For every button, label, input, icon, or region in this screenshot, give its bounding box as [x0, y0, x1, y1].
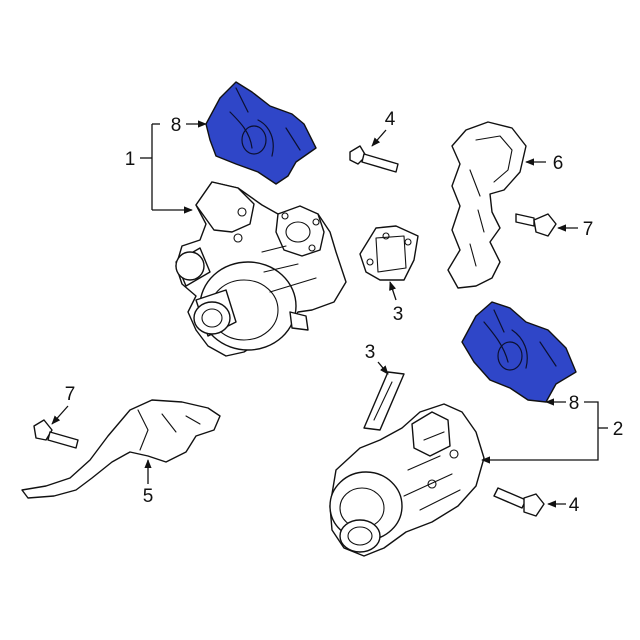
callout-1: 1 [125, 149, 136, 170]
bolt-left [33, 419, 79, 449]
callout-2: 2 [613, 419, 624, 440]
gasket-strip [363, 371, 405, 431]
bolt-upper [349, 145, 399, 173]
turbocharger-upper [175, 181, 347, 357]
callout-7-left: 7 [65, 384, 76, 405]
exhaust-gasket [359, 225, 419, 281]
wastegate-actuator-upper [205, 81, 317, 185]
callout-4-bottom: 4 [569, 495, 580, 516]
callout-6: 6 [553, 153, 564, 174]
callout-4-top: 4 [385, 109, 396, 130]
bolt-right [515, 213, 557, 237]
bolt-lower [493, 487, 545, 517]
heat-shield-lower [21, 399, 221, 499]
callout-3-gasket: 3 [393, 304, 404, 325]
wastegate-actuator-lower [461, 301, 577, 403]
callout-labels: 1 8 4 6 7 3 3 8 2 4 7 5 [65, 109, 624, 516]
callout-3-upper: 3 [365, 342, 376, 363]
callout-5: 5 [143, 486, 154, 507]
heat-shield-upper [447, 121, 527, 289]
leader-lines [51, 120, 608, 508]
callout-8-bottom: 8 [569, 393, 580, 414]
callout-8-top: 8 [171, 115, 182, 136]
callout-7-right: 7 [583, 219, 594, 240]
turbocharger-lower [329, 403, 485, 557]
